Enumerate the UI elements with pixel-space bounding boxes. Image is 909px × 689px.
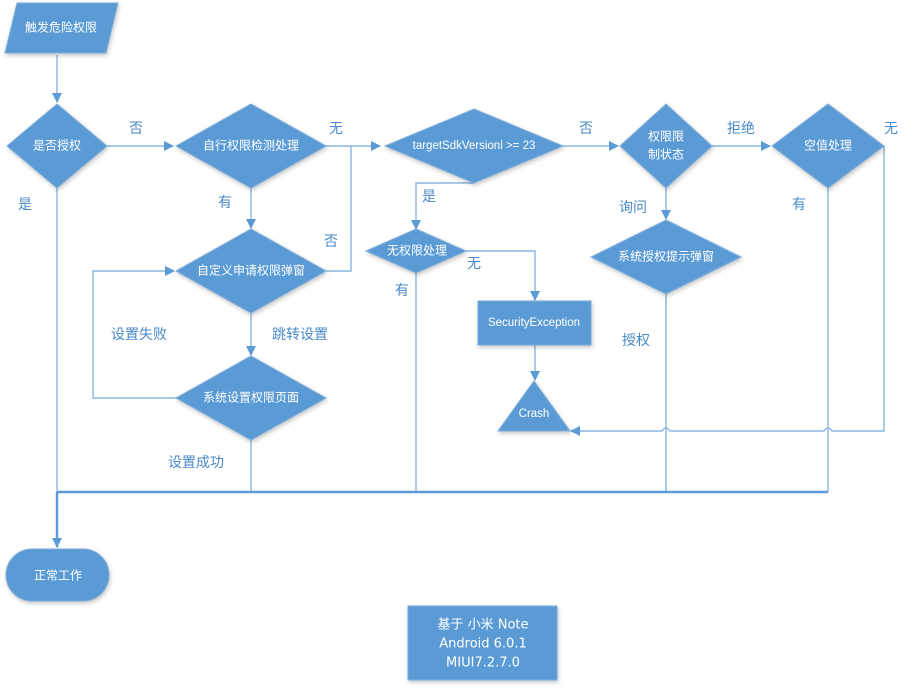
edge-noperm-none (466, 250, 540, 301)
node-self-check: 自行权限检测处理 (174, 103, 328, 189)
node-crash: Crash (497, 380, 571, 432)
label-granted-yes: 是 (18, 197, 32, 213)
edge-set-fail (92, 266, 177, 399)
node-restrict-state: 权限限 制状态 (619, 103, 713, 189)
label-sdk-no: 否 (579, 121, 593, 137)
edge-labels: 否 是 无 有 否 否 是 拒绝 询问 无 有 无 有 设置失败 跳转设置 设置… (18, 121, 898, 471)
label-null-has: 有 (792, 197, 806, 213)
node-restrict-state-label-line1: 权限限 (648, 130, 684, 144)
label-selfcheck-none: 无 (329, 121, 343, 137)
edge-sdk-yes (411, 182, 474, 230)
label-sdk-yes: 是 (422, 189, 436, 205)
node-null-handle: 空值处理 (771, 103, 885, 189)
edge-null-none (570, 146, 885, 436)
node-target-sdk: targetSdkVersionl >= 23 (383, 108, 565, 184)
node-custom-dialog-label: 自定义申请权限弹窗 (197, 263, 305, 278)
node-self-check-label: 自行权限检测处理 (203, 138, 299, 153)
label-selfcheck-has: 有 (218, 195, 232, 211)
node-null-handle-label: 空值处理 (804, 138, 852, 153)
node-no-perm-handle-label: 无权限处理 (387, 244, 447, 258)
node-security-exception-label: SecurityException (488, 317, 580, 329)
label-restrict-reject: 拒绝 (727, 121, 755, 137)
node-trigger: 触发危险权限 (4, 2, 119, 54)
node-normal-work-label: 正常工作 (34, 569, 82, 583)
node-restrict-state-label-line2: 制状态 (648, 148, 684, 162)
node-system-dialog: 系统授权提示弹窗 (589, 219, 743, 295)
label-restrict-ask: 询问 (619, 200, 647, 216)
node-trigger-label: 触发危险权限 (25, 20, 97, 35)
label-set-fail: 设置失败 (111, 327, 167, 343)
node-target-sdk-label: targetSdkVersionl >= 23 (413, 140, 536, 152)
label-noperm-none: 无 (467, 256, 481, 272)
edges (52, 55, 885, 548)
device-note-line3: MIUI7.2.7.0 (446, 656, 520, 671)
node-system-dialog-label: 系统授权提示弹窗 (618, 249, 714, 264)
device-note-line2: Android 6.0.1 (439, 637, 526, 652)
node-no-perm-handle: 无权限处理 (364, 228, 468, 274)
label-authorize: 授权 (622, 333, 650, 349)
label-null-none: 无 (884, 121, 898, 137)
node-is-granted-label: 是否授权 (33, 138, 81, 153)
node-settings-page-label: 系统设置权限页面 (203, 391, 299, 405)
node-security-exception: SecurityException (477, 300, 592, 346)
label-noperm-has: 有 (395, 283, 409, 299)
edge-customdialog-no (326, 146, 352, 272)
node-custom-dialog: 自定义申请权限弹窗 (174, 228, 328, 314)
device-note-line1: 基于 小米 Note (437, 618, 528, 633)
node-settings-page: 系统设置权限页面 (174, 355, 328, 441)
device-note: 基于 小米 Note Android 6.0.1 MIUI7.2.7.0 (407, 605, 558, 681)
node-normal-work: 正常工作 (5, 548, 110, 602)
label-customdialog-no: 否 (324, 234, 338, 250)
label-granted-no: 否 (129, 121, 143, 137)
label-set-success: 设置成功 (168, 455, 224, 471)
node-crash-label: Crash (519, 408, 550, 420)
label-goto-settings: 跳转设置 (272, 327, 328, 343)
node-is-granted: 是否授权 (6, 103, 108, 189)
